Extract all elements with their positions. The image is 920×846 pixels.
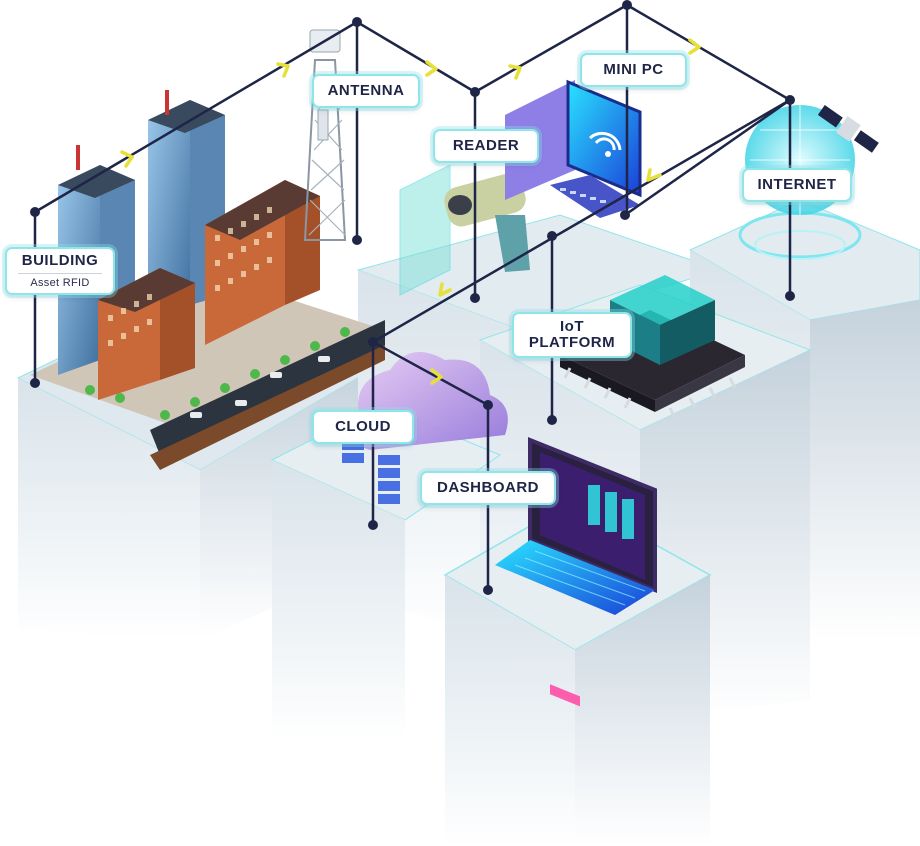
connector-nodes (30, 0, 795, 595)
pillar-cloud-front (272, 460, 405, 740)
pillar-dashboard-side (575, 575, 710, 846)
pillar-dashboard-front (445, 575, 575, 846)
label-building: BUILDING Asset RFID (5, 247, 115, 295)
building-icon (30, 90, 385, 470)
label-cloud-title: CLOUD (335, 417, 391, 435)
label-cloud: CLOUD (312, 410, 414, 444)
arrow-icon (276, 62, 290, 78)
label-mini-pc: MINI PC (580, 53, 687, 87)
label-antenna-title: ANTENNA (327, 81, 405, 99)
arrow-icon (430, 368, 443, 385)
label-iot-platform-line1: IoT (560, 317, 584, 335)
label-reader: READER (433, 129, 539, 163)
label-reader-title: READER (452, 136, 520, 154)
flow-arrows (120, 38, 701, 385)
label-dashboard: DASHBOARD (420, 471, 556, 505)
pillar-building-front (18, 378, 200, 640)
arrow-icon (120, 150, 134, 168)
arrow-icon (688, 38, 701, 55)
label-dashboard-title: DASHBOARD (437, 478, 539, 496)
arrow-icon (425, 60, 438, 77)
label-building-title: BUILDING (21, 252, 99, 270)
arrow-icon (438, 282, 452, 297)
label-antenna: ANTENNA (312, 74, 420, 108)
label-building-subtitle: Asset RFID (17, 272, 103, 289)
label-iot-platform-line2: PLATFORM (528, 334, 616, 351)
label-internet: INTERNET (742, 168, 852, 202)
label-iot-platform: IoT PLATFORM (512, 312, 632, 358)
arrow-icon (508, 64, 522, 80)
laptop-dashboard-icon (495, 437, 657, 707)
monitor-icon (505, 79, 642, 218)
arrow-icon (646, 168, 662, 182)
pillar-internet-side (810, 300, 920, 640)
label-mini-pc-title: MINI PC (603, 60, 664, 78)
label-internet-title: INTERNET (757, 175, 837, 193)
